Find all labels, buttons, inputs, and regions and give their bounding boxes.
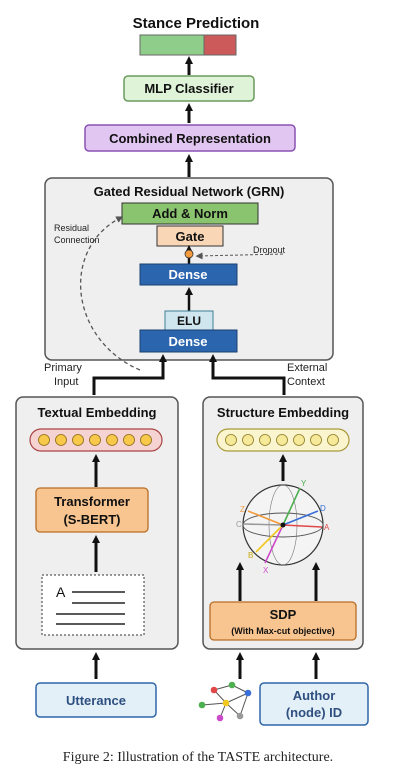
utterance-box	[35, 682, 157, 718]
author-id-box	[259, 682, 369, 726]
residual-connection-curve	[79, 216, 141, 371]
stance-bar-red	[203, 34, 237, 56]
dropout-dot	[184, 249, 194, 259]
combined-representation-box	[84, 124, 296, 152]
external-context-arrow	[209, 354, 286, 395]
dense-top-label: Dense	[168, 267, 207, 282]
stance-prediction-title: Stance Prediction	[133, 15, 260, 32]
transformer-label-line1: Transformer	[54, 494, 130, 509]
add-norm-box	[121, 202, 259, 225]
transformer-box	[35, 487, 149, 533]
grn-title: Gated Residual Network (GRN)	[94, 184, 285, 199]
primary-label-line2: Input	[54, 376, 78, 388]
dropout-pointer	[195, 252, 284, 260]
external-label-line2: Context	[287, 376, 325, 388]
mlp-classifier-label: MLP Classifier	[144, 81, 233, 96]
mlp-classifier-box	[123, 75, 255, 102]
residual-label-line1: Residual	[54, 223, 89, 233]
primary-input-arrow	[92, 354, 167, 395]
dense-top-box	[139, 263, 238, 286]
author-label-line1: Author	[293, 688, 336, 703]
transformer-label-line2: (S-BERT)	[63, 512, 120, 527]
structure-embedding-title: Structure Embedding	[217, 405, 349, 420]
sdp-subtitle: (With Max-cut objective)	[231, 626, 334, 636]
document-icon: A	[41, 574, 145, 636]
primary-label-line1: Primary	[44, 362, 82, 374]
axis-label-d: D	[320, 504, 326, 513]
axis-label-z: Z	[240, 505, 245, 514]
sdp-box	[209, 601, 357, 641]
stance-bar-green	[139, 34, 205, 56]
elu-label: ELU	[177, 314, 201, 328]
gate-label: Gate	[176, 229, 205, 244]
axis-label-b: B	[248, 551, 253, 560]
add-norm-label: Add & Norm	[152, 206, 228, 221]
combined-representation-label: Combined Representation	[109, 131, 271, 146]
structure-vector-cells	[225, 434, 339, 446]
axis-label-a: A	[324, 523, 330, 532]
document-letter: A	[56, 584, 66, 600]
axis-label-c: C	[236, 520, 242, 529]
textual-vector-cells	[38, 434, 152, 446]
dense-bottom-box	[139, 329, 238, 353]
author-label-line2: (node) ID	[286, 705, 342, 720]
textual-embedding-title: Textual Embedding	[38, 405, 157, 420]
sdp-sphere-icon	[242, 484, 324, 566]
external-label-line1: External	[287, 362, 327, 374]
dropout-label: Dropout	[253, 245, 286, 255]
network-graph-icon	[198, 681, 252, 722]
axis-label-x: X	[263, 566, 269, 575]
figure-caption: Figure 2: Illustration of the TASTE arch…	[63, 750, 333, 765]
residual-label-line2: Connection	[54, 235, 100, 245]
utterance-label: Utterance	[66, 693, 126, 708]
dense-bottom-label: Dense	[168, 334, 207, 349]
axis-label-y: Y	[301, 479, 307, 488]
sdp-label: SDP	[270, 607, 297, 622]
